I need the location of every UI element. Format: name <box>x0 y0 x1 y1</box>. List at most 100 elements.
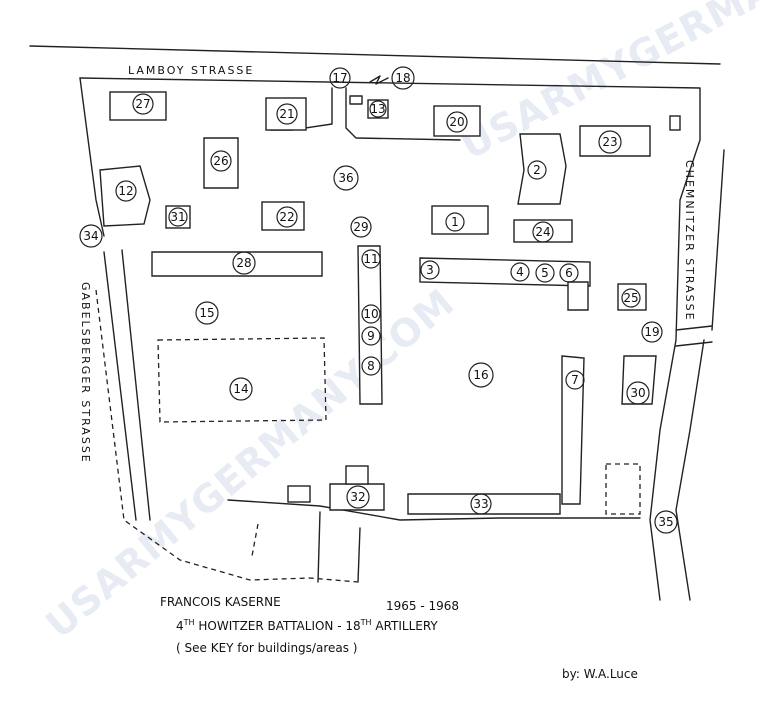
label-ring-18 <box>391 66 415 90</box>
small-shed-ne <box>669 115 681 131</box>
label-16: 16 <box>473 368 488 382</box>
label-ring-14 <box>229 377 253 401</box>
building-26 <box>203 137 239 189</box>
south-dashed-stub <box>251 523 259 557</box>
perimeter-south <box>227 499 641 521</box>
perimeter-east <box>649 103 701 601</box>
street-chemnitzer: CHEMNITZER STRASSE <box>683 160 696 322</box>
label-34: 34 <box>83 229 98 243</box>
label-ring-8 <box>361 356 381 376</box>
caption-unit: 4TH HOWITZER BATTALION - 18TH ARTILLERY <box>176 618 438 633</box>
label-ring-34 <box>79 224 103 248</box>
perimeter-west <box>103 251 137 521</box>
label-23: 23 <box>602 135 617 149</box>
building-3-6 <box>419 257 591 287</box>
label-2: 2 <box>533 163 541 177</box>
label-ring-17 <box>329 67 351 89</box>
label-35: 35 <box>658 515 673 529</box>
label-11: 11 <box>363 252 378 266</box>
label-17: 17 <box>332 71 347 85</box>
caption-key-note: ( See KEY for buildings/areas ) <box>176 641 357 655</box>
building-32-top <box>345 465 369 485</box>
label-33: 33 <box>473 497 488 511</box>
building-12 <box>99 165 151 227</box>
label-ring-20 <box>446 111 468 133</box>
label-18: 18 <box>395 71 410 85</box>
label-15: 15 <box>199 306 214 320</box>
label-ring-30 <box>626 381 650 405</box>
label-24: 24 <box>535 225 550 239</box>
area-se-dashed <box>605 463 641 515</box>
label-ring-2 <box>527 160 547 180</box>
label-ring-12 <box>115 180 137 202</box>
perimeter-west-upper <box>79 77 105 237</box>
label-ring-21 <box>276 103 298 125</box>
building-23 <box>579 125 651 157</box>
label-ring-24 <box>532 221 554 243</box>
building-6-annex <box>567 281 589 311</box>
label-ring-15 <box>195 301 219 325</box>
perimeter-north <box>79 77 701 105</box>
label-4: 4 <box>516 265 524 279</box>
label-14: 14 <box>233 382 248 396</box>
label-27: 27 <box>135 97 150 111</box>
street-lamboy: LAMBOY STRASSE <box>128 64 254 77</box>
label-1: 1 <box>451 215 459 229</box>
building-7 <box>561 355 585 505</box>
label-ring-6 <box>559 263 579 283</box>
label-ring-33 <box>470 493 492 515</box>
south-road <box>317 511 361 583</box>
label-8: 8 <box>367 359 375 373</box>
label-ring-19 <box>641 321 663 343</box>
label-21: 21 <box>279 107 294 121</box>
label-6: 6 <box>565 266 573 280</box>
label-25: 25 <box>623 291 638 305</box>
building-25 <box>617 283 647 311</box>
building-33 <box>407 493 561 515</box>
label-ring-9 <box>361 326 381 346</box>
building-28 <box>151 251 323 277</box>
building-21 <box>265 97 307 131</box>
label-3: 3 <box>426 263 434 277</box>
small-building-south <box>287 485 311 503</box>
building-27 <box>109 91 167 121</box>
label-ring-29 <box>350 216 372 238</box>
gate-arrow <box>369 75 389 85</box>
street-gabelsberger: GABELSBERGER STRASSE <box>79 282 92 464</box>
building-31 <box>165 205 191 229</box>
building-20 <box>433 105 481 137</box>
label-ring-1 <box>445 212 465 232</box>
label-13: 13 <box>370 102 385 116</box>
label-20: 20 <box>449 115 464 129</box>
guard-post <box>349 95 363 105</box>
caption: FRANCOIS KASERNE 1965 - 1968 4TH HOWITZE… <box>160 595 638 681</box>
building-2 <box>517 133 567 205</box>
caption-title: FRANCOIS KASERNE <box>160 595 281 609</box>
label-29: 29 <box>353 220 368 234</box>
label-ring-36 <box>333 165 359 191</box>
label-ring-28 <box>232 251 256 275</box>
label-12: 12 <box>118 184 133 198</box>
label-26: 26 <box>213 154 228 168</box>
label-30: 30 <box>630 386 645 400</box>
chemnitzer-street-outer <box>711 149 725 331</box>
label-ring-13 <box>369 100 387 118</box>
label-ring-7 <box>565 370 585 390</box>
label-ring-4 <box>510 262 530 282</box>
label-19: 19 <box>644 325 659 339</box>
label-ring-23 <box>598 130 622 154</box>
label-ring-35 <box>654 510 678 534</box>
label-ring-32 <box>346 485 370 509</box>
caption-years: 1965 - 1968 <box>386 599 459 613</box>
label-ring-10 <box>361 304 381 324</box>
caption-author: by: W.A.Luce <box>562 667 638 681</box>
label-ring-3 <box>420 260 440 280</box>
label-31: 31 <box>170 210 185 224</box>
label-32: 32 <box>350 490 365 504</box>
perimeter-west-inner <box>121 249 151 521</box>
lamboy-street-line <box>29 45 721 65</box>
buildings <box>99 91 681 515</box>
label-9: 9 <box>367 329 375 343</box>
label-ring-26 <box>210 150 232 172</box>
